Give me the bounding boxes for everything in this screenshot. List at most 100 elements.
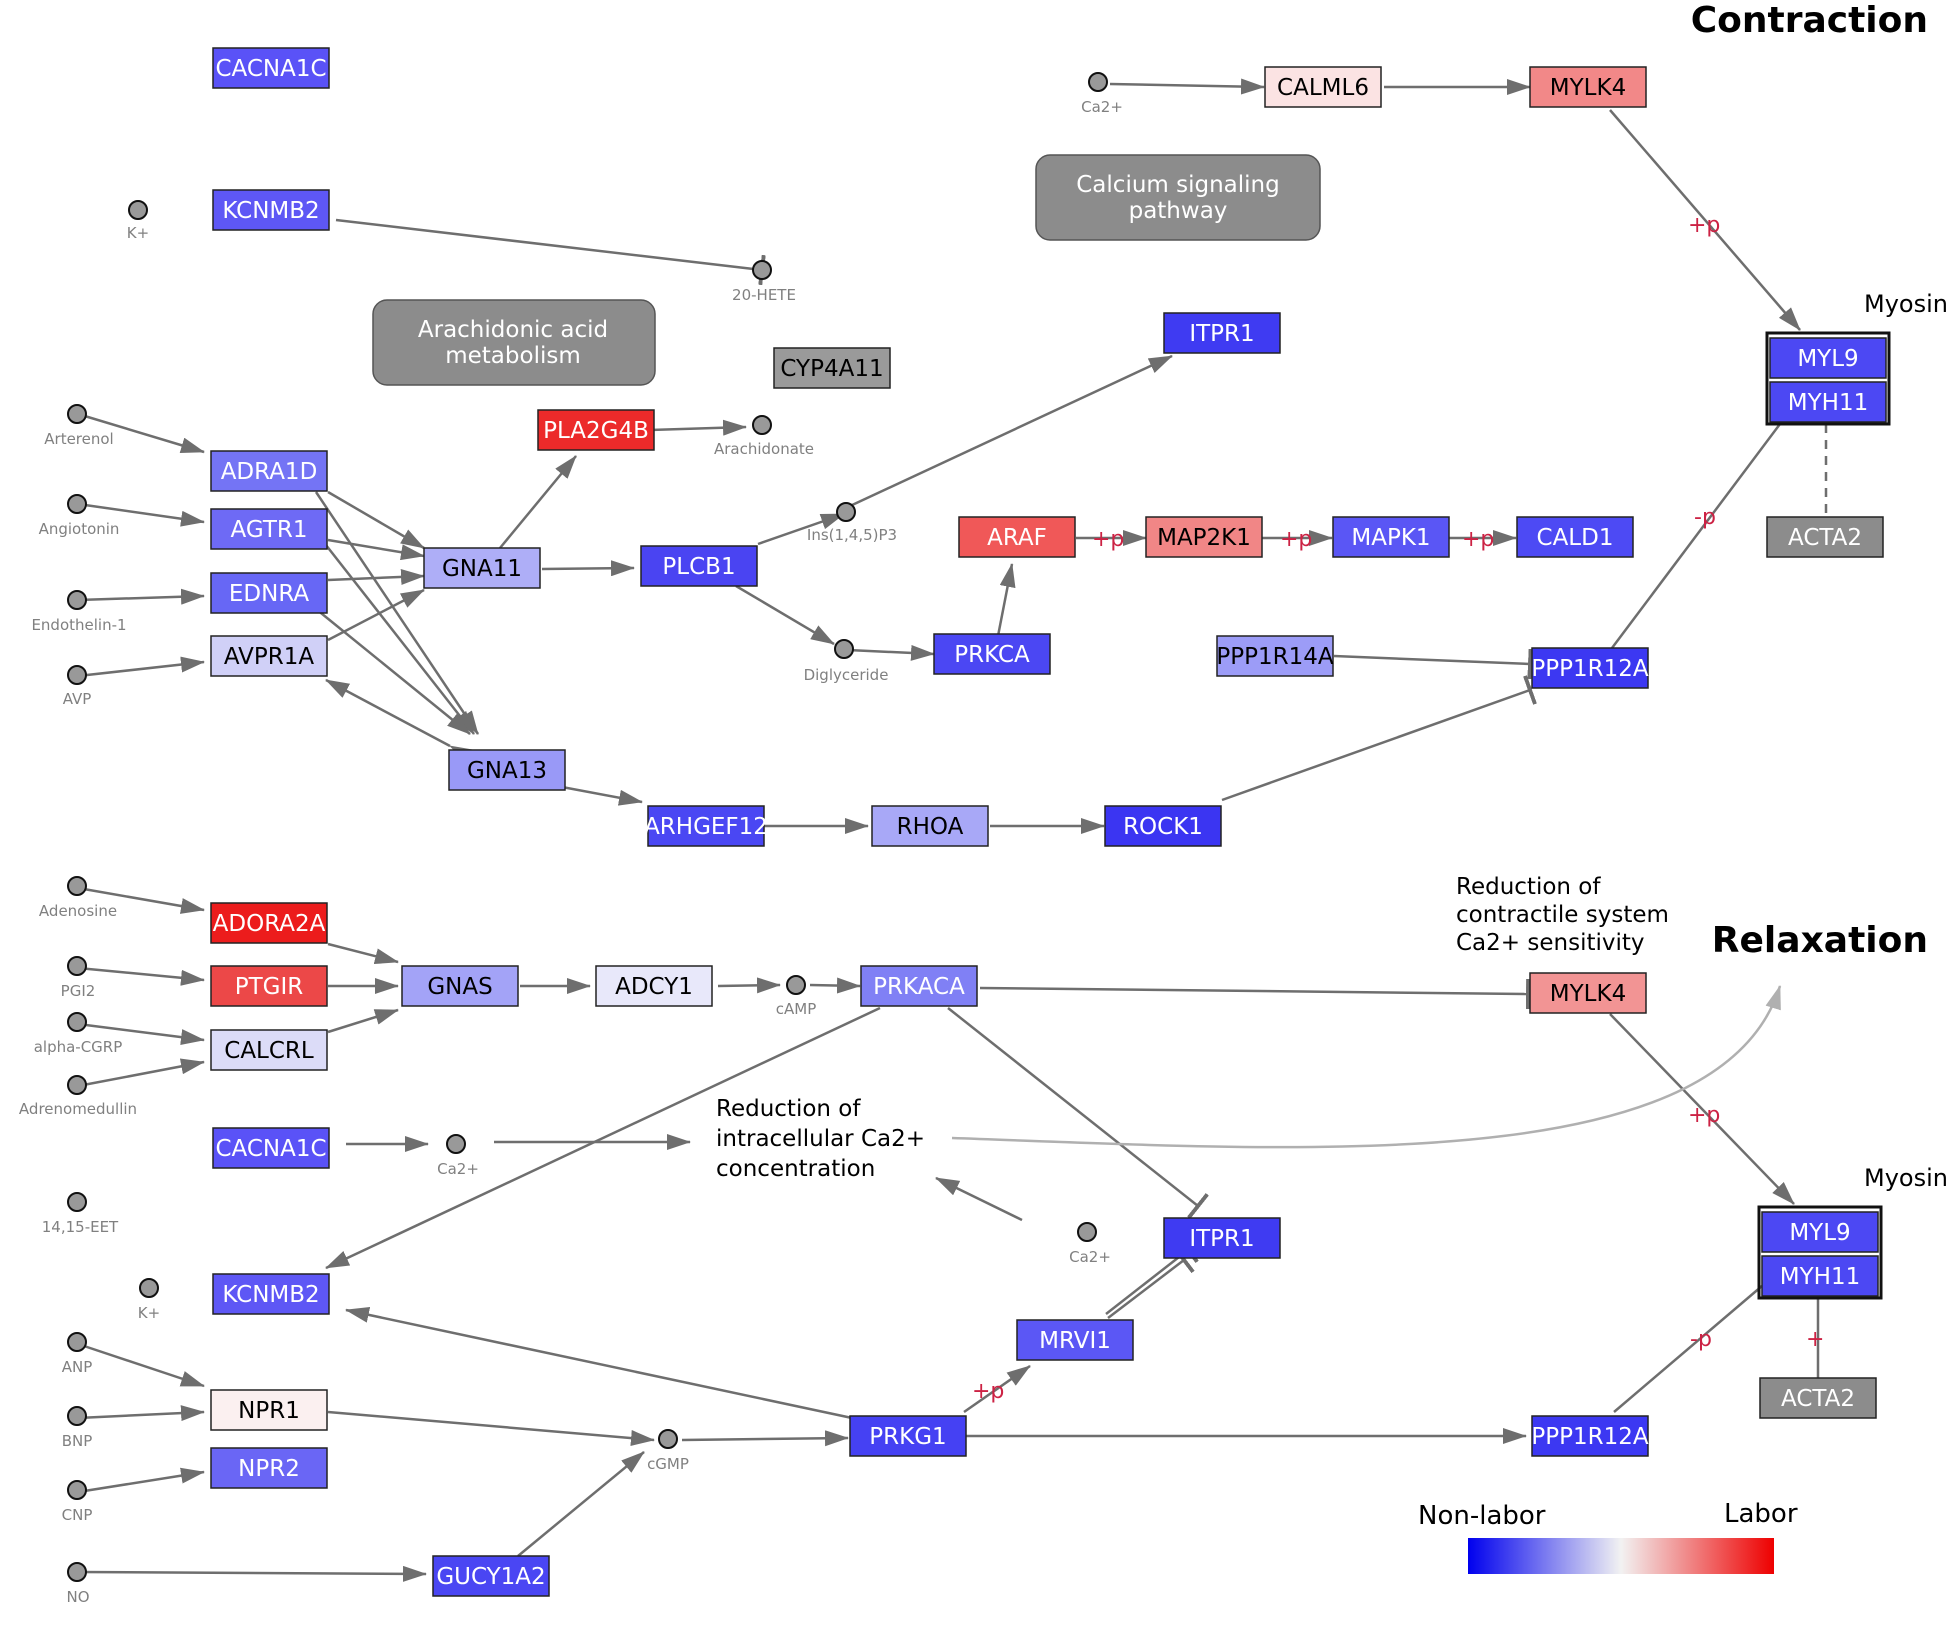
- gene-node-gucy1a2[interactable]: GUCY1A2: [432, 1555, 550, 1597]
- metabolite-node-angiotonin[interactable]: Angiotonin: [39, 494, 120, 538]
- metabolite-node-ip3[interactable]: Ins(1,4,5)P3: [807, 502, 897, 544]
- gene-node-plcb1[interactable]: PLCB1: [640, 545, 758, 587]
- gene-node-rhoa[interactable]: RHOA: [871, 805, 989, 847]
- gene-node-gna11[interactable]: GNA11: [423, 547, 541, 589]
- gene-node-gnas[interactable]: GNAS: [401, 965, 519, 1007]
- gene-node-acta2-bottom[interactable]: ACTA2: [1759, 1377, 1877, 1419]
- gene-node-mapk1[interactable]: MAPK1: [1332, 516, 1450, 558]
- gene-node-ppp1r14a[interactable]: PPP1R14A: [1216, 635, 1334, 677]
- gene-node-adra1d[interactable]: ADRA1D: [210, 450, 328, 492]
- gene-box: [1264, 66, 1382, 108]
- metabolite-node-hete[interactable]: 20-HETE: [732, 260, 796, 304]
- metabolite-node-cnp[interactable]: CNP: [62, 1480, 93, 1524]
- gene-node-ppp1r12a-top[interactable]: PPP1R12A: [1531, 647, 1649, 689]
- myosin-label-top: Myosin: [1864, 290, 1948, 318]
- gene-node-arhgef12[interactable]: ARHGEF12: [644, 805, 768, 847]
- gene-node-acta2-top[interactable]: ACTA2: [1766, 516, 1884, 558]
- metabolite-node-k-top[interactable]: K+: [127, 200, 149, 242]
- gene-node-itpr1-bottom[interactable]: ITPR1: [1163, 1217, 1281, 1259]
- gene-node-pla2g4b[interactable]: PLA2G4B: [537, 409, 655, 451]
- metabolite-node-k-bottom[interactable]: K+: [138, 1278, 160, 1322]
- gene-node-npr1[interactable]: NPR1: [210, 1389, 328, 1431]
- gene-node-ednra[interactable]: EDNRA: [210, 572, 328, 614]
- metabolite-node-endothelin[interactable]: Endothelin-1: [31, 590, 127, 634]
- gene-node-myl9-top[interactable]: MYL9: [1769, 337, 1887, 379]
- gene-node-adora2a[interactable]: ADORA2A: [210, 902, 328, 944]
- gene-label: MYL9: [1789, 1220, 1850, 1246]
- edge: [327, 568, 425, 585]
- gene-node-calml6[interactable]: CALML6: [1264, 66, 1382, 108]
- gene-node-cacna1c-top[interactable]: CACNA1C: [212, 47, 330, 89]
- gene-node-gna13[interactable]: GNA13: [448, 749, 566, 791]
- gene-node-mylk4-top[interactable]: MYLK4: [1529, 66, 1647, 108]
- metabolite-node-arterenol[interactable]: Arterenol: [44, 404, 114, 448]
- gene-node-mylk4-bottom[interactable]: MYLK4: [1529, 972, 1647, 1014]
- myosin-group-bottom: [1757, 1205, 1883, 1300]
- metabolite-node-camp[interactable]: cAMP: [776, 975, 817, 1018]
- gene-label: ADRA1D: [221, 459, 318, 485]
- gene-node-npr2[interactable]: NPR2: [210, 1447, 328, 1489]
- gene-node-kcnmb2-top[interactable]: KCNMB2: [212, 189, 330, 231]
- metabolite-dot: [834, 639, 854, 659]
- metabolite-node-cgrp[interactable]: alpha-CGRP: [34, 1012, 123, 1056]
- metabolite-node-ca-bottom[interactable]: Ca2+: [1069, 1222, 1111, 1266]
- note-line: Ca2+ sensitivity: [1456, 930, 1645, 956]
- metabolite-node-adrenomedullin[interactable]: Adrenomedullin: [19, 1075, 137, 1118]
- gene-label: ITPR1: [1189, 1226, 1254, 1252]
- metabolite-nodes: Ca2+ K+ 20-HETE Arterenol ArachidonateAngiot…: [19, 72, 1123, 1606]
- metabolite-node-diglyceride[interactable]: Diglyceride: [804, 639, 889, 684]
- metabolite-node-eet[interactable]: 14,15-EET: [42, 1192, 119, 1236]
- gene-node-rock1[interactable]: ROCK1: [1104, 805, 1222, 847]
- gene-node-itpr1-top[interactable]: ITPR1: [1163, 312, 1281, 354]
- gene-node-myh11-top[interactable]: MYH11: [1769, 381, 1887, 423]
- metabolite-node-no[interactable]: NO: [66, 1562, 90, 1606]
- gene-node-map2k1[interactable]: MAP2K1: [1145, 516, 1263, 558]
- gene-node-myh11-bottom[interactable]: MYH11: [1761, 1255, 1879, 1297]
- edge: [314, 491, 480, 735]
- metabolite-dot: [67, 1406, 87, 1426]
- gene-box: [537, 409, 655, 451]
- annotations: +p -p +p +p +p +p -p + +p: [972, 213, 1824, 1404]
- metabolite-node-pgi2[interactable]: PGI2: [61, 956, 96, 1000]
- calcium-pathway-box[interactable]: Calcium signaling pathway: [1035, 154, 1321, 241]
- gene-node-ppp1r12a-bottom[interactable]: PPP1R12A: [1531, 1415, 1649, 1457]
- gene-node-cyp4a11[interactable]: CYP4A11: [773, 347, 891, 389]
- gene-node-avpr1a[interactable]: AVPR1A: [210, 635, 328, 677]
- metabolite-label: 14,15-EET: [42, 1218, 119, 1236]
- metabolite-node-arachidonate[interactable]: Arachidonate: [714, 415, 814, 458]
- note-line: concentration: [716, 1156, 875, 1182]
- gene-label: GNAS: [427, 974, 492, 1000]
- gene-node-ptgir[interactable]: PTGIR: [210, 965, 328, 1007]
- gene-label: MAP2K1: [1157, 525, 1251, 551]
- metabolite-node-cgmp[interactable]: cGMP: [647, 1429, 689, 1473]
- metabolite-node-ca-top[interactable]: Ca2+: [1081, 72, 1123, 116]
- gene-node-adcy1[interactable]: ADCY1: [595, 965, 713, 1007]
- gene-box: [210, 1029, 328, 1071]
- gene-node-agtr1[interactable]: AGTR1: [210, 508, 328, 550]
- metabolite-node-ca-mid[interactable]: Ca2+: [437, 1134, 479, 1178]
- gene-box: [212, 189, 330, 231]
- gene-node-prkca[interactable]: PRKCA: [933, 633, 1051, 675]
- gene-node-prkg1[interactable]: PRKG1: [849, 1415, 967, 1457]
- edge: [327, 1008, 399, 1034]
- metabolite-node-avp[interactable]: AVP: [63, 665, 92, 708]
- edge: [947, 1007, 1209, 1220]
- arachidonic-pathway-line-2: metabolism: [445, 343, 581, 369]
- gene-node-kcnmb2-bottom[interactable]: KCNMB2: [212, 1273, 330, 1315]
- edge: [77, 1022, 205, 1046]
- metabolite-node-anp[interactable]: ANP: [62, 1332, 93, 1376]
- metabolite-node-adenosine[interactable]: Adenosine: [39, 876, 117, 920]
- gene-node-mrvi1[interactable]: MRVI1: [1016, 1319, 1134, 1361]
- metabolite-label: K+: [138, 1304, 160, 1322]
- gene-node-cacna1c-bottom[interactable]: CACNA1C: [212, 1127, 330, 1169]
- metabolite-node-bnp[interactable]: BNP: [62, 1406, 93, 1450]
- gene-node-prkaca[interactable]: PRKACA: [860, 965, 978, 1007]
- gene-label: PRKACA: [873, 974, 965, 1000]
- metabolite-label: BNP: [62, 1432, 93, 1450]
- metabolite-label: 20-HETE: [732, 286, 796, 304]
- gene-node-cald1[interactable]: CALD1: [1516, 516, 1634, 558]
- gene-node-araf[interactable]: ARAF: [958, 516, 1076, 558]
- gene-node-myl9-bottom[interactable]: MYL9: [1761, 1211, 1879, 1253]
- gene-node-calcrl[interactable]: CALCRL: [210, 1029, 328, 1071]
- arachidonic-pathway-box[interactable]: Arachidonic acid metabolism: [372, 299, 656, 386]
